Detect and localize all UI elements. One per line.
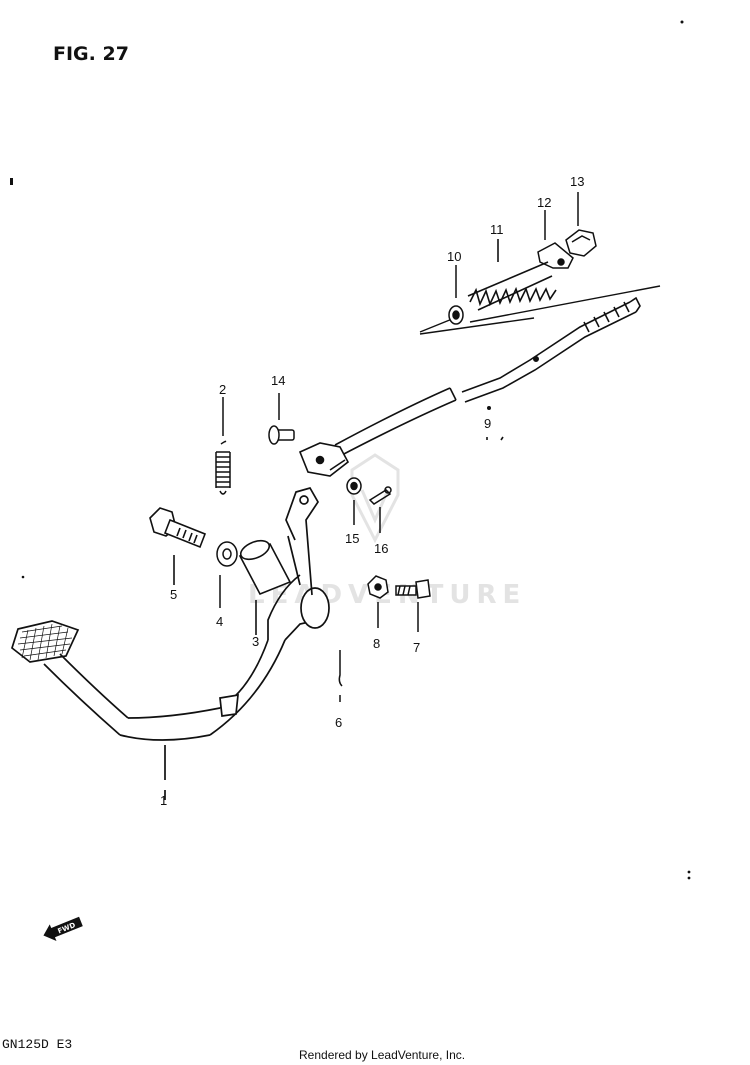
model-code: GN125D E3 xyxy=(2,1037,72,1052)
part-5-bolt xyxy=(149,507,207,585)
callout-7: 7 xyxy=(413,640,420,655)
callout-5: 5 xyxy=(170,587,177,602)
part-4-washer xyxy=(216,541,238,608)
callout-13: 13 xyxy=(570,174,584,189)
part-13-nut xyxy=(565,192,597,257)
callout-labels: 1 2 3 4 5 6 7 8 9 10 11 12 13 14 15 16 xyxy=(160,174,584,808)
scan-specks xyxy=(10,20,691,880)
part-15-washer xyxy=(346,477,362,525)
callout-12: 12 xyxy=(537,195,551,210)
part-9-brake-rod xyxy=(298,296,641,477)
part-11-spring xyxy=(467,239,557,311)
callout-4: 4 xyxy=(216,614,223,629)
forward-direction-badge: FWD xyxy=(43,916,83,942)
callout-10: 10 xyxy=(447,249,461,264)
callout-11: 11 xyxy=(490,222,504,237)
callout-1: 1 xyxy=(160,793,167,808)
rendered-by-credit: Rendered by LeadVenture, Inc. xyxy=(299,1048,465,1062)
callout-8: 8 xyxy=(373,636,380,651)
part-1-brake-pedal xyxy=(11,486,330,800)
callout-9: 9 xyxy=(484,416,491,431)
part-14-pin xyxy=(268,393,295,445)
part-7-bolt xyxy=(395,579,431,632)
callout-14: 14 xyxy=(271,373,285,388)
callout-3: 3 xyxy=(252,634,259,649)
callout-15: 15 xyxy=(345,531,359,546)
fwd-label: FWD xyxy=(57,921,77,935)
part-16-cotter-pin xyxy=(368,486,392,533)
callout-6: 6 xyxy=(335,715,342,730)
part-3-bushing xyxy=(238,539,292,635)
figure-title: FIG. 27 xyxy=(53,43,129,65)
part-8-nut xyxy=(367,575,389,628)
part-10-washer xyxy=(448,265,464,325)
part-6-pin xyxy=(338,650,343,702)
callout-16: 16 xyxy=(374,541,388,556)
part-2-spring xyxy=(215,397,231,495)
callout-2: 2 xyxy=(219,382,226,397)
